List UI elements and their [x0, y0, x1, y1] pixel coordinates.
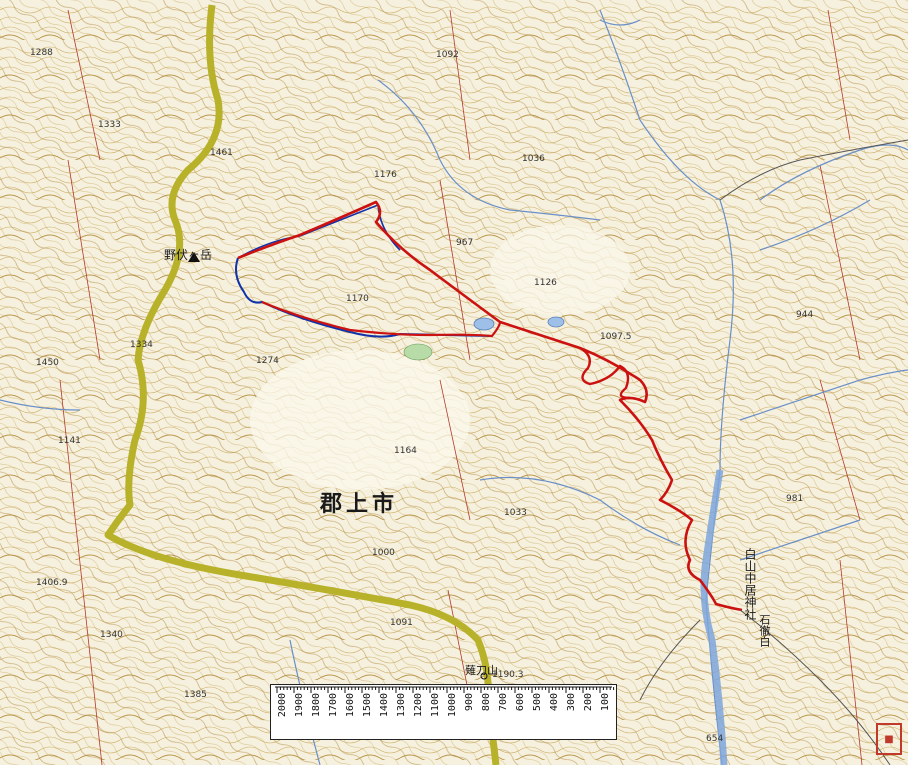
elevation-label: 1288	[30, 48, 53, 58]
elevation-label: 1190.3	[492, 670, 524, 680]
scale-label: 600	[515, 693, 526, 712]
elevation-label: 1170	[346, 294, 369, 304]
scale-label: 1600	[345, 693, 356, 718]
elevation-label: 1333	[98, 120, 121, 130]
gps-track-red	[237, 200, 743, 612]
elevation-label: 1033	[504, 508, 527, 518]
scale-bar: 2000 1900 1800 1700 1600 1500 1400 1300 1200 1100…	[270, 684, 617, 740]
scale-label: 2000	[277, 693, 288, 718]
roads	[639, 139, 908, 765]
elevation-label: 1385	[184, 690, 207, 700]
scale-label: 1900	[294, 693, 305, 718]
pond	[473, 317, 495, 331]
elevation-label: 1141	[58, 436, 81, 446]
benchmark-marker	[480, 672, 488, 680]
scale-label: 700	[498, 693, 509, 712]
scale-label: 1200	[413, 693, 424, 718]
marsh	[403, 343, 433, 361]
elevation-label: 1092	[436, 50, 459, 60]
scale-label: 1500	[362, 693, 373, 718]
elevation-label: 1274	[256, 356, 279, 366]
elevation-label: 1126	[534, 278, 557, 288]
mountain-label: 薙刀山	[465, 664, 498, 677]
elevation-label: 1176	[374, 170, 397, 180]
gps-track-red-2	[261, 300, 502, 338]
scale-label: 1000	[447, 693, 458, 718]
city-boundary	[104, 4, 500, 765]
scale-label: 1100	[430, 693, 441, 718]
scale-label: 300	[566, 693, 577, 712]
rivers	[0, 9, 908, 765]
elevation-label: 1340	[100, 630, 123, 640]
scale-label: 100	[600, 693, 611, 712]
elevation-label: 654	[706, 734, 724, 744]
grid-lines	[59, 9, 863, 765]
scale-label: 800	[481, 693, 492, 712]
elevation-label: 1036	[522, 154, 545, 164]
plateau-area-2	[490, 225, 630, 315]
stamp-logo: ■	[876, 723, 902, 755]
scale-label: 900	[464, 693, 475, 712]
scale-label: 400	[549, 693, 560, 712]
gps-track-blue-2	[237, 203, 401, 259]
elevation-label: 1091	[390, 618, 413, 628]
elevation-label: 1097.5	[600, 332, 632, 342]
place-label: 石徹白	[758, 614, 771, 647]
plateau-area	[250, 350, 470, 490]
scale-label: 1700	[328, 693, 339, 718]
peak-name-label: 野伏ヶ岳	[164, 248, 213, 262]
scale-label: 1300	[396, 693, 407, 718]
summit-triangle	[188, 252, 200, 262]
main-river	[700, 469, 728, 765]
scale-ticks	[275, 686, 615, 693]
scale-label: 1400	[379, 693, 390, 718]
shrine-label: 白山中居神社	[743, 548, 757, 620]
pond-2	[547, 316, 565, 328]
city-name-label: 郡上市	[320, 492, 399, 517]
elevation-label: 967	[456, 238, 474, 248]
elevation-label: 1000	[372, 548, 395, 558]
scale-label: 1800	[311, 693, 322, 718]
elevation-label: 944	[796, 310, 814, 320]
elevation-label: 1450	[36, 358, 59, 368]
elevation-label: 1334	[130, 340, 153, 350]
elevation-label: 1461	[210, 148, 233, 158]
scale-label: 500	[532, 693, 543, 712]
elevation-label: 981	[786, 494, 804, 504]
gps-track-red-switchbacks	[579, 346, 631, 400]
elevation-label: 1406.9	[36, 578, 68, 588]
scale-label: 200	[583, 693, 594, 712]
elevation-label: 1164	[394, 446, 417, 456]
